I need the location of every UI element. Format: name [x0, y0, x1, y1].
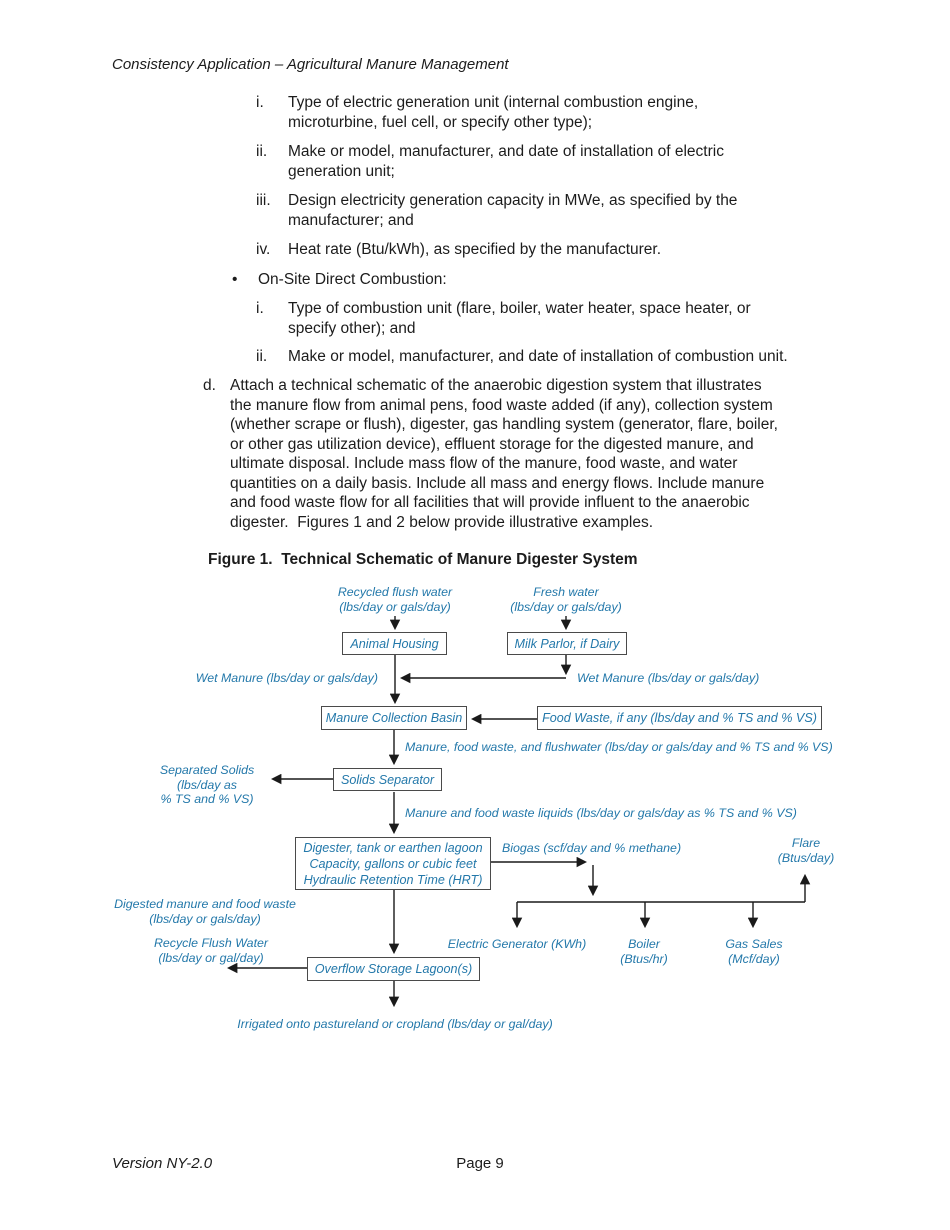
- list-marker: iii.: [256, 192, 271, 209]
- sublist-item-i: i. Type of combustion unit (flare, boile…: [256, 299, 833, 338]
- list-item-i: i. Type of electric generation unit (int…: [256, 93, 833, 132]
- node-animal-housing: Animal Housing: [342, 632, 447, 655]
- label-wet-manure-right: Wet Manure (lbs/day or gals/day): [577, 671, 760, 685]
- list-item-ii: ii. Make or model, manufacturer, and dat…: [256, 142, 833, 181]
- list-item-text: Make or model, manufacturer, and date of…: [288, 348, 788, 365]
- label-electric-generator: Electric Generator (KWh): [447, 937, 587, 951]
- footer-page-number: Page 9: [456, 1155, 504, 1172]
- node-solids-separator: Solids Separator: [333, 768, 442, 791]
- figure-title: Figure 1. Technical Schematic of Manure …: [208, 551, 638, 568]
- node-milk-parlor: Milk Parlor, if Dairy: [507, 632, 627, 655]
- label-wet-manure-left: Wet Manure (lbs/day or gals/day): [195, 671, 378, 685]
- list-item-text: Heat rate (Btu/kWh), as specified by the…: [288, 241, 662, 258]
- bullet-item-onsite-combustion: • On-Site Direct Combustion:: [232, 270, 803, 290]
- flow-arrows-layer: [226, 616, 811, 1008]
- list-marker: ii.: [256, 348, 268, 365]
- footer-version: Version NY-2.0: [112, 1155, 213, 1172]
- label-irrigated: Irrigated onto pastureland or cropland (…: [237, 1017, 553, 1031]
- list-marker: ii.: [256, 143, 268, 160]
- list-marker: iv.: [256, 241, 271, 258]
- document-header: Consistency Application – Agricultural M…: [112, 56, 509, 73]
- list-item-text: Type of electric generation unit (intern…: [288, 94, 699, 131]
- label-boiler: Boiler (Btus/hr): [620, 937, 668, 966]
- bullet-marker: •: [232, 271, 238, 288]
- node-food-waste: Food Waste, if any (lbs/day and % TS and…: [537, 706, 822, 730]
- label-manure-liquids: Manure and food waste liquids (lbs/day o…: [405, 806, 797, 820]
- node-digester: Digester, tank or earthen lagoon Capacit…: [295, 837, 491, 890]
- list-item-d: d. Attach a technical schematic of the a…: [203, 376, 855, 532]
- sublist-item-ii: ii. Make or model, manufacturer, and dat…: [256, 347, 833, 367]
- list-item-text: Make or model, manufacturer, and date of…: [288, 143, 724, 180]
- label-biogas: Biogas (scf/day and % methane): [502, 841, 682, 855]
- bullet-item-text: On-Site Direct Combustion:: [258, 271, 447, 288]
- list-marker: i.: [256, 300, 264, 317]
- label-flare: Flare (Btus/day): [777, 836, 835, 865]
- label-fresh-water: Fresh water (lbs/day or gals/day): [510, 585, 622, 614]
- list-item-text: Type of combustion unit (flare, boiler, …: [288, 300, 751, 337]
- label-recycle-flush-water: Recycle Flush Water (lbs/day or gal/day): [153, 936, 269, 965]
- list-marker: d.: [203, 377, 216, 394]
- label-digested-manure: Digested manure and food waste (lbs/day …: [114, 897, 296, 926]
- paragraph-d-text: Attach a technical schematic of the anae…: [230, 377, 778, 531]
- label-gas-sales: Gas Sales (Mcf/day): [725, 937, 783, 966]
- list-item-iii: iii. Design electricity generation capac…: [256, 191, 833, 230]
- list-item-text: Design electricity generation capacity i…: [288, 192, 738, 229]
- node-manure-collection-basin: Manure Collection Basin: [321, 706, 467, 730]
- list-marker: i.: [256, 94, 264, 111]
- figure-1-diagram: Animal Housing Milk Parlor, if Dairy Man…: [0, 580, 950, 1040]
- label-recycled-flush-water: Recycled flush water (lbs/day or gals/da…: [337, 585, 453, 614]
- label-separated-solids: Separated Solids (lbs/day as % TS and % …: [159, 763, 255, 806]
- node-overflow-storage-lagoon: Overflow Storage Lagoon(s): [307, 957, 480, 981]
- list-item-iv: iv. Heat rate (Btu/kWh), as specified by…: [256, 240, 833, 260]
- label-manure-food-flushwater: Manure, food waste, and flushwater (lbs/…: [405, 740, 833, 754]
